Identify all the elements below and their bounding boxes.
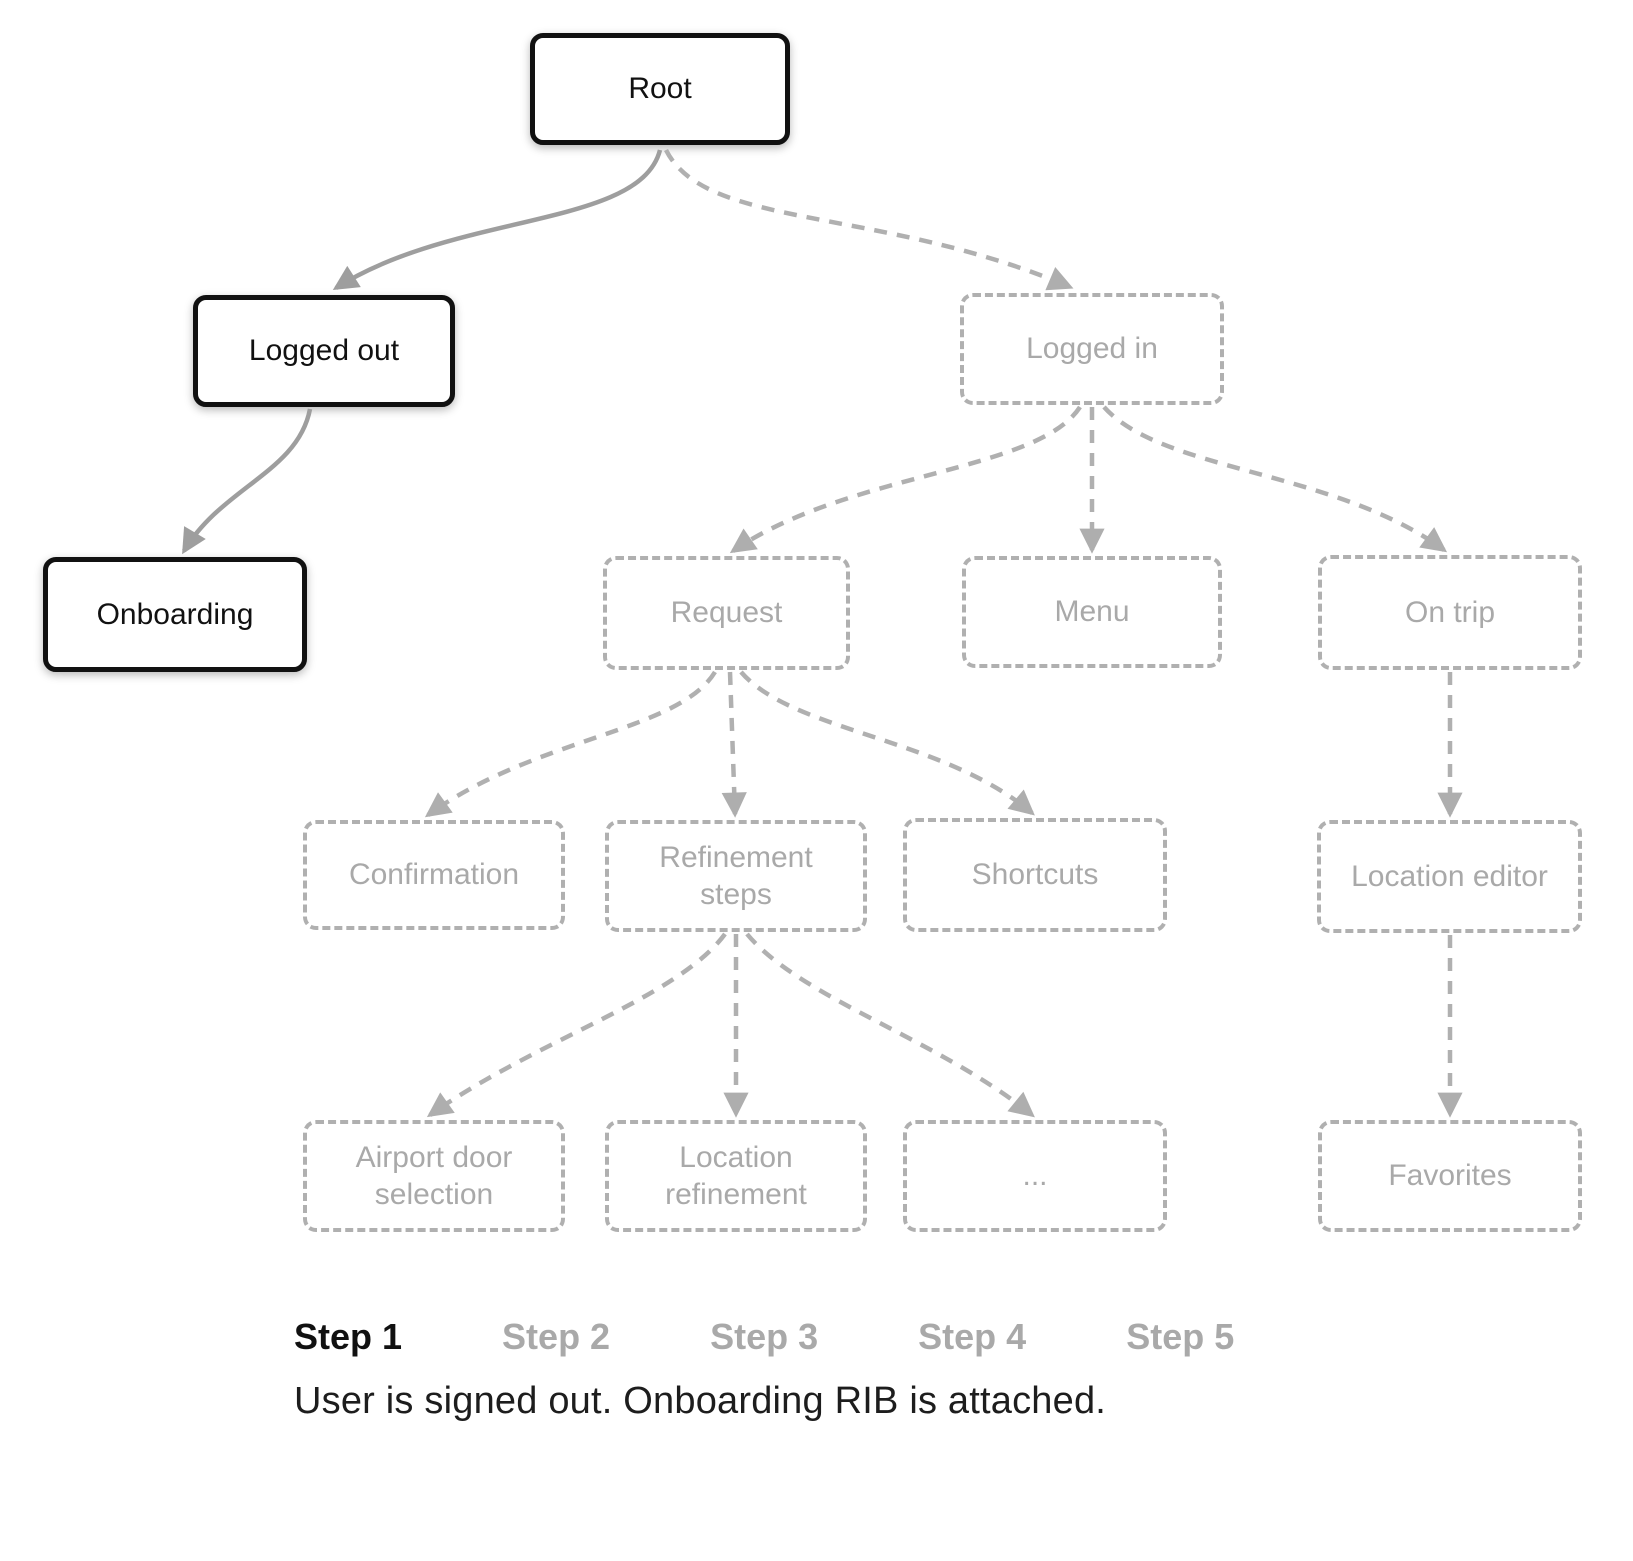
node-onboarding-label: Onboarding (96, 597, 254, 631)
node-logged-in: Logged in (960, 293, 1224, 405)
node-logged-in-label: Logged in (1026, 332, 1158, 366)
node-location-editor: Location editor (1317, 820, 1582, 933)
node-logged-out-label: Logged out (248, 334, 400, 368)
node-favorites-label: Favorites (1388, 1159, 1512, 1193)
node-on-trip: On trip (1318, 555, 1582, 670)
step-tab-2[interactable]: Step 2 (502, 1316, 611, 1357)
node-favorites: Favorites (1318, 1120, 1582, 1232)
node-root: Root (530, 33, 790, 145)
edge-logged-out-onboarding (182, 408, 313, 555)
node-refinement-steps-label: Refinement steps (659, 840, 813, 912)
node-airport-door-selection-label: Airport door selection (355, 1140, 513, 1212)
step-tab-1[interactable]: Step 1 (294, 1316, 403, 1357)
node-request-label: Request (670, 596, 783, 630)
node-location-editor-label: Location editor (1351, 859, 1548, 893)
node-request: Request (603, 556, 850, 670)
node-location-refinement: Location refinement (605, 1120, 867, 1232)
node-logged-out: Logged out (193, 295, 455, 407)
step-tab-3[interactable]: Step 3 (710, 1316, 819, 1357)
node-root-label: Root (628, 72, 692, 106)
node-on-trip-label: On trip (1404, 595, 1496, 629)
step-tabs: Step 1 Step 2 Step 3 Step 4 Step 5 (294, 1316, 1234, 1358)
edge-refinement-airport-door (426, 932, 727, 1118)
edge-request-refinement-steps (721, 671, 747, 818)
edge-refinement-ellipsis (745, 932, 1035, 1118)
node-shortcuts: Shortcuts (903, 818, 1167, 932)
step-caption: User is signed out. Onboarding RIB is at… (294, 1380, 1107, 1422)
node-ellipsis: ... (903, 1120, 1167, 1232)
edge-logged-in-request (729, 405, 1082, 554)
edge-request-shortcuts (739, 670, 1035, 816)
node-onboarding: Onboarding (43, 557, 307, 672)
node-confirmation: Confirmation (303, 820, 565, 930)
node-airport-door-selection: Airport door selection (303, 1120, 565, 1232)
node-menu-label: Menu (1054, 595, 1130, 629)
step-tab-5[interactable]: Step 5 (1126, 1316, 1235, 1357)
edge-logged-in-on-trip (1102, 405, 1448, 553)
step-footer: Step 1 Step 2 Step 3 Step 4 Step 5 User … (294, 1316, 1234, 1423)
edge-request-confirmation (424, 670, 717, 818)
node-refinement-steps: Refinement steps (605, 820, 867, 932)
edge-root-logged-out (332, 149, 663, 291)
edge-root-logged-in (663, 148, 1074, 291)
node-menu: Menu (962, 556, 1222, 668)
node-ellipsis-label: ... (1022, 1159, 1048, 1193)
node-shortcuts-label: Shortcuts (971, 858, 1099, 892)
node-location-refinement-label: Location refinement (665, 1140, 807, 1212)
node-confirmation-label: Confirmation (348, 858, 520, 892)
step-tab-4[interactable]: Step 4 (918, 1316, 1027, 1357)
